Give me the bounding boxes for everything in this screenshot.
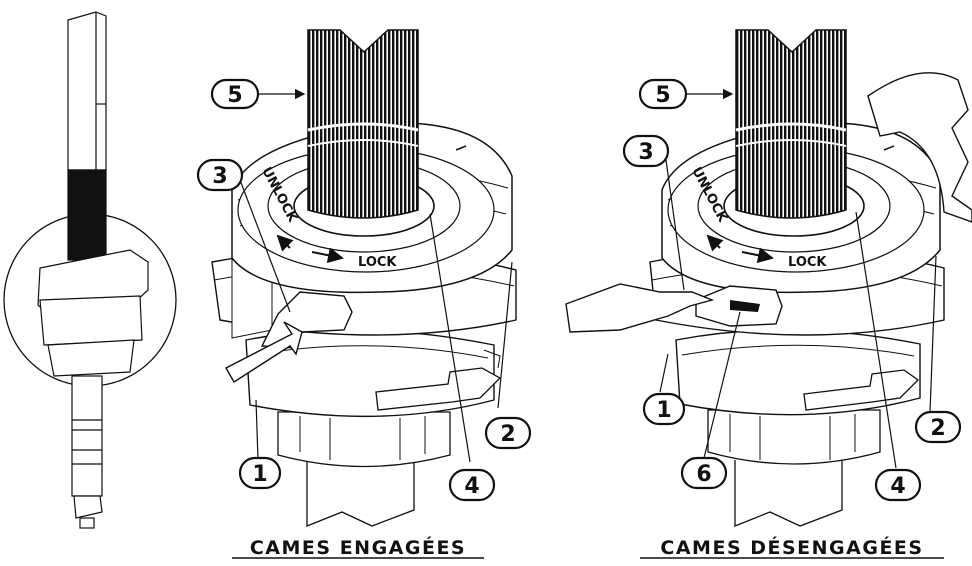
callout-2-right: 2 [930,416,945,441]
overview-collar-middle [39,295,143,346]
overview-tool [3,11,177,529]
callout-4: 4 [464,474,479,499]
callout-badge-3 [196,158,244,192]
push-arrow-engaged [225,321,303,383]
tool-top-shaft [67,11,107,171]
callout-3-right: 3 [638,140,653,165]
callout-badge-1 [238,456,282,490]
callout-badge-4 [448,468,496,502]
callout-badge-4-right [874,468,922,502]
callout-1: 1 [252,462,267,487]
callouts-engaged: 5 3 1 2 4 [196,78,532,502]
caption-engaged: CAMES ENGAGÉES [250,536,466,559]
assembly-disengaged: UNLOCK LOCK [565,29,972,527]
callout-6-right: 6 [696,462,711,487]
callout-5-right: 5 [655,83,670,108]
pull-arrow-disengaged [565,283,715,333]
lock-direction-arrow-2 [741,247,774,264]
callout-badge-1-right [642,392,686,426]
callout-4-right: 4 [890,474,905,499]
ring-lock-text-2: LOCK [788,255,827,270]
callout-badge-3-right [622,134,670,168]
callout-5: 5 [227,83,242,108]
overview-collar-lower [47,339,135,377]
caption-disengaged: CAMES DÉSENGAGÉES [660,536,923,559]
callout-badge-5 [210,78,260,110]
callout-3: 3 [212,164,227,189]
lock-direction-arrow [311,247,344,264]
callout-badge-2 [484,416,532,450]
unlock-direction-arrow-2 [706,234,724,252]
ring-lock-text: LOCK [358,255,397,270]
callouts-disengaged: 5 3 1 6 4 2 [622,78,962,502]
rotation-arrow-disengaged [867,72,972,223]
assembly-engaged: UNLOCK LOCK [211,29,517,527]
callout-badge-5-right [638,78,688,110]
tool-lower-shaft [71,375,103,497]
callout-badge-6-right [680,456,728,490]
callout-1-right: 1 [656,398,671,423]
callout-badge-2-right [914,410,962,444]
callout-2: 2 [500,422,515,447]
unlock-direction-arrow [276,234,294,252]
